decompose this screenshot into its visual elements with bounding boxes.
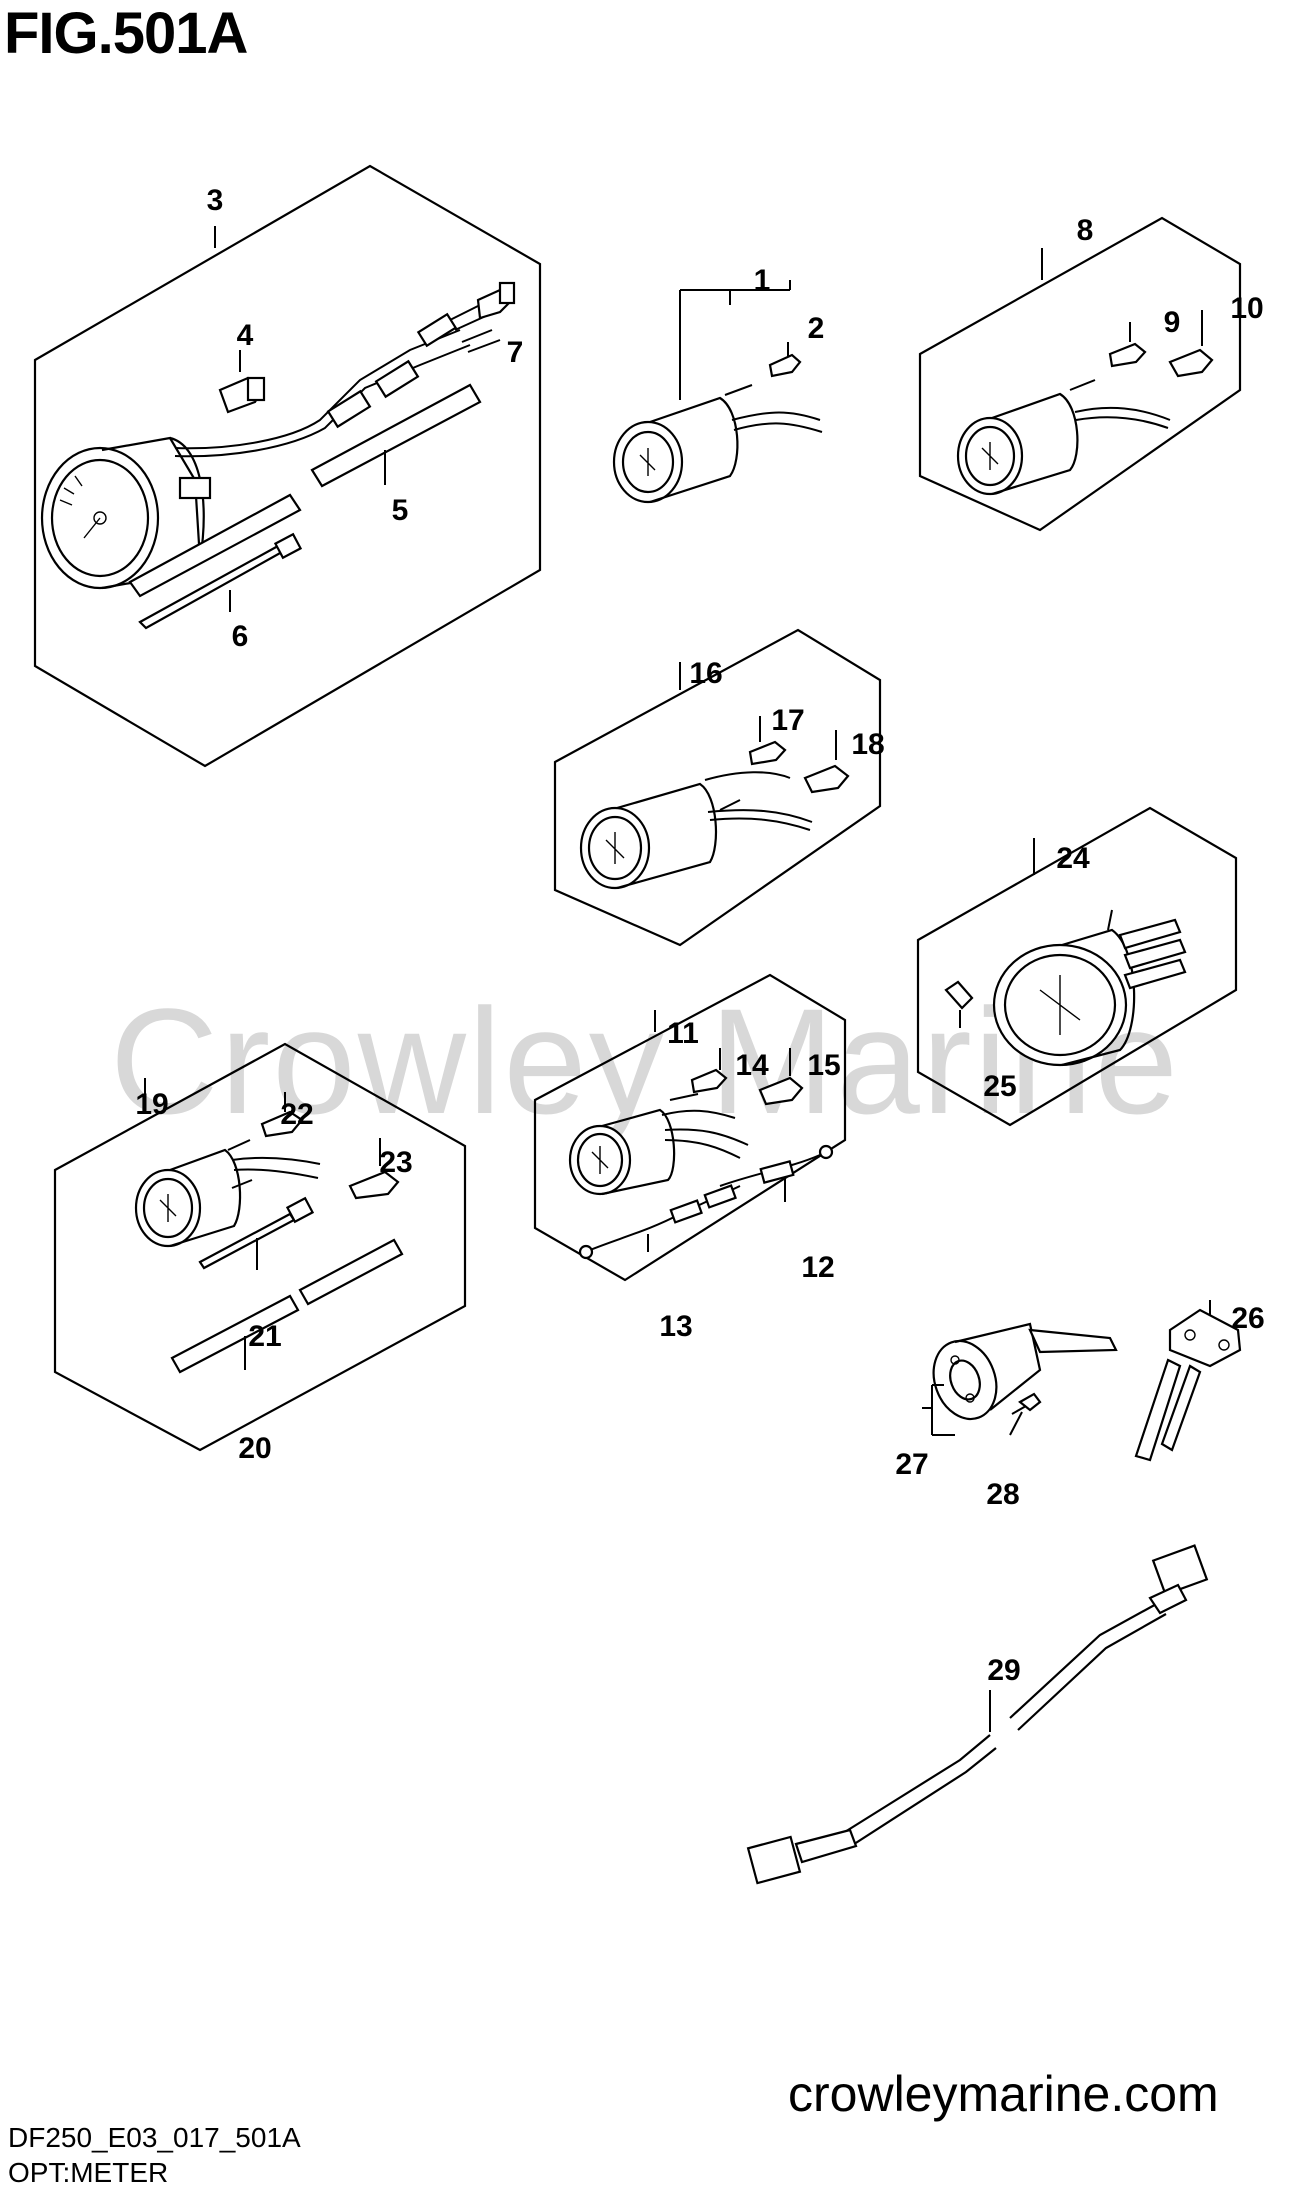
bulb-part-25 [944,980,974,1010]
bulb-part-23 [348,1170,400,1200]
callout-26: 26 [1231,1302,1264,1335]
callout-12: 12 [801,1251,834,1284]
callout-29: 29 [987,1654,1020,1687]
callout-24: 24 [1056,842,1090,875]
figure-code: DF250_E03_017_501A [8,2122,301,2153]
callout-15: 15 [807,1049,840,1082]
tube-part-5 [128,383,482,598]
callout-2: 2 [808,312,825,345]
tachometer-gauge-3 [40,436,212,590]
callout-3: 3 [207,184,224,217]
callout-16: 16 [689,657,722,690]
bulb-part-7 [476,281,516,320]
leader-27-28 [922,1384,1023,1436]
extension-harness-part-29 [746,1544,1209,1885]
bulb-part-17 [748,740,787,766]
tube-part-20 [170,1238,404,1374]
callout-9: 9 [1164,306,1181,339]
group-3-box [33,164,542,768]
bulb-part-10 [1168,348,1214,378]
bulb-part-14 [690,1068,728,1094]
group-16-box [553,628,882,947]
callout-7: 7 [507,336,524,369]
group-8-box [918,216,1242,532]
callout-28: 28 [986,1478,1019,1511]
group-19-box [53,1042,467,1452]
bulb-part-22 [260,1110,304,1138]
callout-23: 23 [379,1146,412,1179]
callout-19: 19 [135,1088,168,1121]
harness-part-13 [578,1184,741,1260]
bulb-part-4 [218,376,266,414]
callout-11: 11 [667,1017,699,1050]
bulb-part-15 [758,1076,804,1106]
callout-21: 21 [248,1320,281,1353]
callout-4: 4 [237,319,254,352]
callout-13: 13 [659,1310,692,1343]
screw-part-28 [1011,1392,1042,1415]
callout-labels: 3 4 7 5 6 1 2 8 9 10 16 17 18 24 25 11 1… [135,184,1264,1687]
callout-20: 20 [238,1432,271,1465]
website-link[interactable]: crowleymarine.com [788,2066,1219,2122]
figure-title: FIG.501A [4,1,248,66]
group-1-meter [612,280,823,504]
trim-sender-part-27 [932,1322,1118,1421]
callout-6: 6 [232,620,249,653]
callout-5: 5 [392,494,409,527]
callout-22: 22 [280,1098,313,1131]
figure-subtitle: OPT:METER [8,2157,169,2188]
callout-18: 18 [851,728,884,761]
callout-8: 8 [1077,214,1094,247]
callout-17: 17 [771,704,804,737]
cable-tie-part-6 [138,532,303,630]
callout-10: 10 [1230,292,1263,325]
group-24-box [916,806,1238,1127]
callout-27: 27 [895,1448,928,1481]
cable-tie-part-21 [198,1196,315,1270]
bracket-part-26 [1134,1300,1242,1462]
callout-25: 25 [983,1070,1016,1103]
callout-14: 14 [735,1049,769,1082]
harness-part-12 [719,1144,834,1187]
callout-1: 1 [754,264,771,297]
bulb-part-18 [803,764,850,794]
group-11-box [533,973,847,1282]
bulb-part-9 [1108,342,1147,368]
